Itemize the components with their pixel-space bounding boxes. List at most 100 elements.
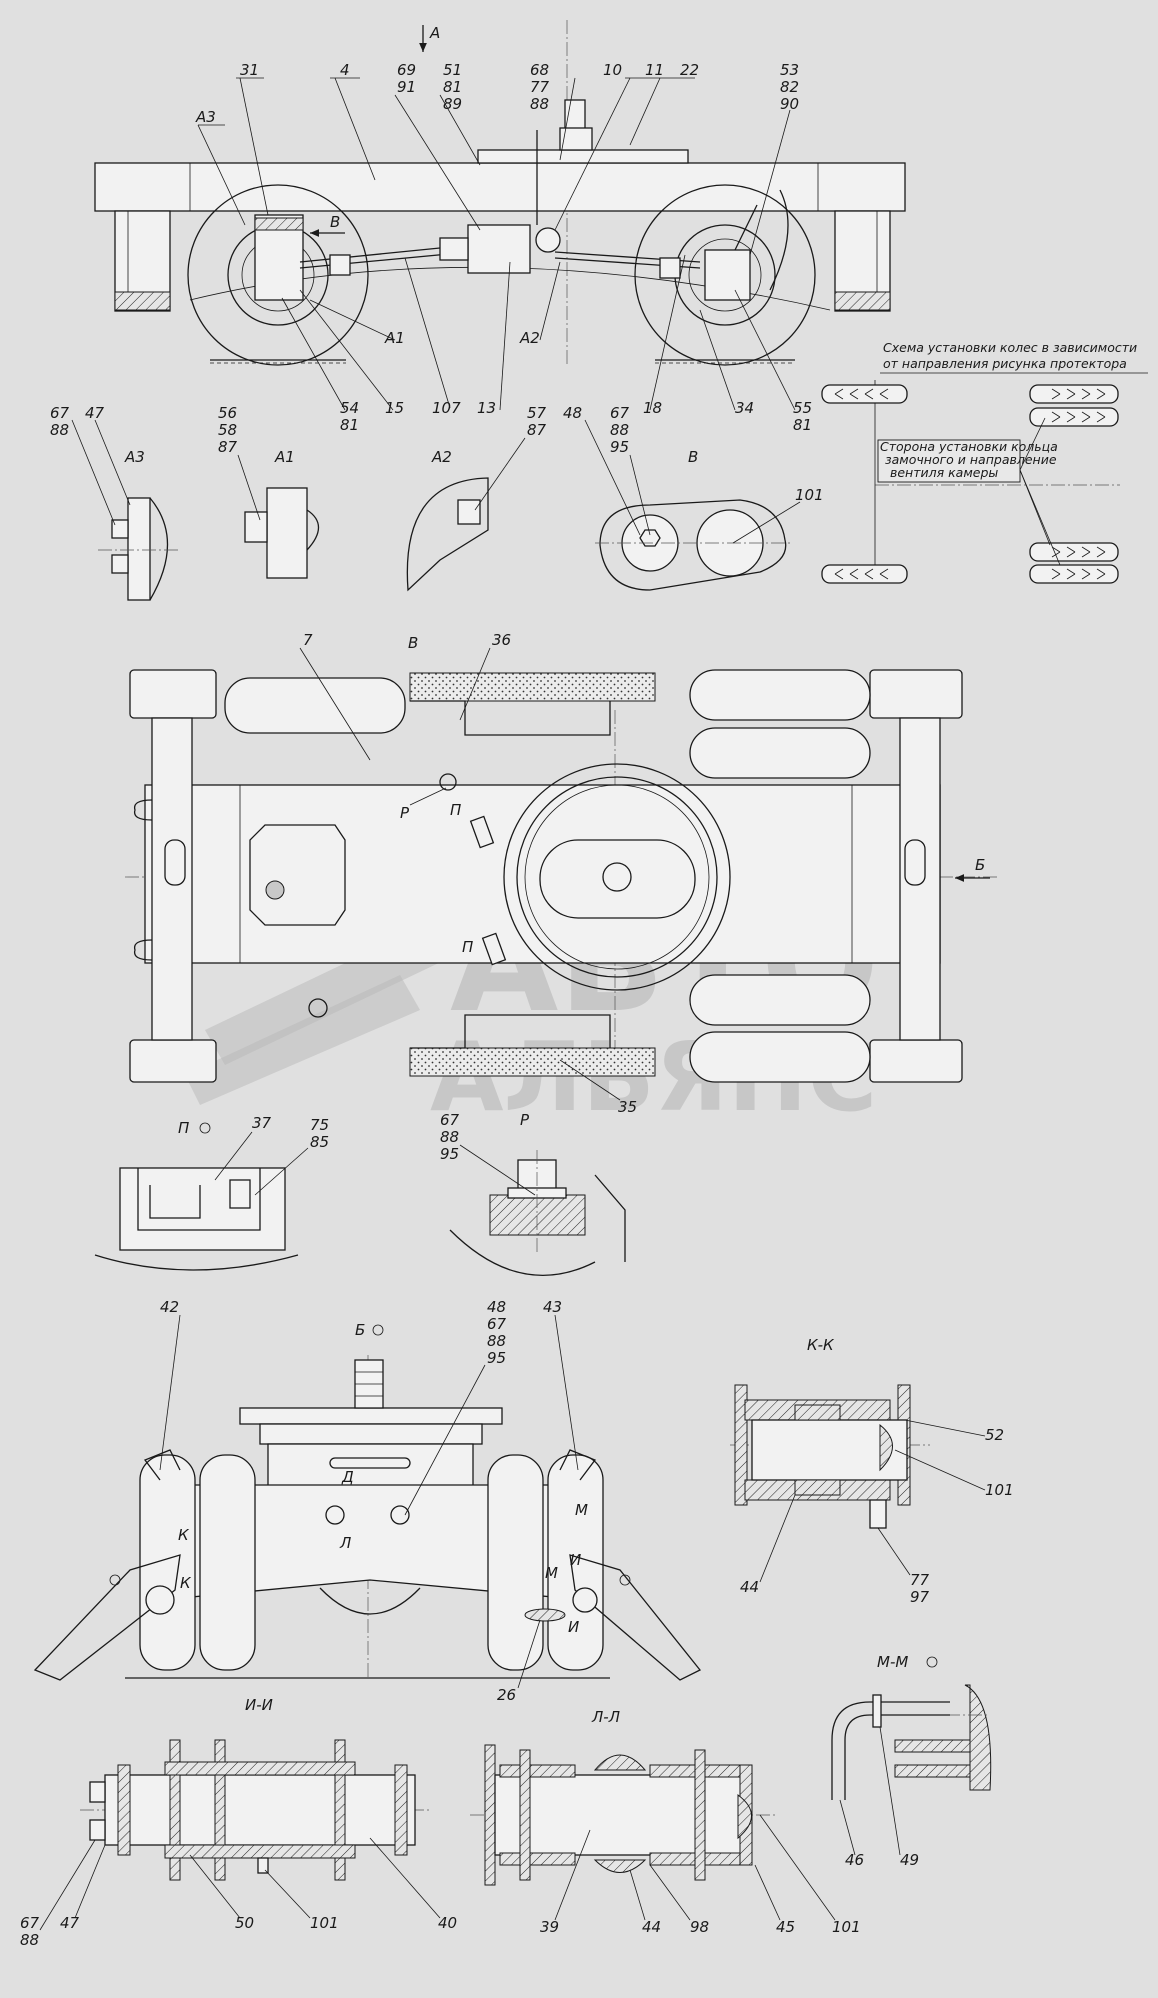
view-title-a1: А1: [274, 448, 295, 466]
ring-note-line3: вентиля камеры: [890, 465, 998, 480]
callout-51: 51: [443, 61, 462, 79]
callout-88-e: 88: [487, 1332, 506, 1350]
section-title-l-l: Л-Л: [591, 1708, 620, 1726]
callout-11: 11: [645, 61, 664, 79]
callout-34: 34: [735, 399, 754, 417]
view-label-a: А: [429, 24, 440, 42]
callout-82: 82: [780, 78, 799, 96]
callout-87-b: 87: [527, 421, 547, 439]
callout-10: 10: [603, 61, 622, 79]
detail-views-row: А3 67 88 47 А1 56 58 87 А2 57 87 В 48: [50, 340, 1148, 601]
callout-55: 55: [793, 399, 812, 417]
view-label-a1: А1: [384, 329, 405, 347]
callout-77: 77: [530, 78, 550, 96]
callout-101-d: 101: [832, 1918, 861, 1936]
views-p-r: П 37 75 85 Р 67 88 95: [94, 1111, 626, 1277]
view-title-p: П: [178, 1119, 189, 1137]
callout-88: 88: [530, 95, 549, 113]
callout-44: 44: [740, 1578, 759, 1596]
callout-68: 68: [530, 61, 549, 79]
callout-37: 37: [252, 1114, 272, 1132]
callout-107: 107: [432, 399, 461, 417]
section-title-i-i: И-И: [245, 1696, 273, 1714]
callout-26: 26: [497, 1686, 516, 1704]
callout-56: 56: [218, 404, 237, 422]
callout-53: 53: [780, 61, 799, 79]
callout-67: 67: [50, 404, 70, 422]
callout-85: 85: [310, 1133, 329, 1151]
callout-18: 18: [643, 399, 662, 417]
section-title-m-m: М-М: [877, 1653, 908, 1671]
front-view-b: Б Д Л К К М М: [33, 1298, 702, 1704]
callout-22: 22: [680, 61, 699, 79]
callout-88-d: 88: [440, 1128, 459, 1146]
plan-view-assembly: В 7 36 Р П П Б 35: [125, 631, 1000, 1116]
section-title-k-k: К-К: [807, 1336, 835, 1354]
callout-13: 13: [477, 399, 496, 417]
callout-91: 91: [397, 78, 416, 96]
callout-57: 57: [527, 404, 547, 422]
arrow-b-side: Б: [975, 856, 985, 874]
callout-67-e: 67: [20, 1914, 40, 1932]
wheel-scheme-diagram: Сторона установки кольца замочного и нап…: [821, 380, 1120, 584]
view-label-a3: А3: [195, 108, 216, 126]
arrow-label-v: В: [330, 213, 340, 231]
section-i-i: И-И 67 88 47 50 101 40: [20, 1696, 457, 1949]
label-m-2: М: [545, 1564, 558, 1582]
callout-81-b: 81: [340, 416, 359, 434]
callout-52: 52: [985, 1426, 1004, 1444]
arrow-p2: П: [462, 938, 473, 956]
label-k-1: К: [178, 1526, 190, 1544]
callout-97: 97: [910, 1588, 930, 1606]
callout-46: 46: [845, 1851, 864, 1869]
callout-67-c: 67: [440, 1111, 460, 1129]
callout-4: 4: [340, 61, 350, 79]
ring-note-line2: замочного и направление: [885, 452, 1057, 467]
callout-15: 15: [385, 399, 404, 417]
view-label-v-plan: В: [408, 634, 418, 652]
section-m-m: М-М 46 49: [831, 1653, 992, 1869]
callout-101: 101: [795, 486, 824, 504]
label-i-2: И: [568, 1618, 579, 1636]
callout-101-b: 101: [985, 1481, 1014, 1499]
callout-98: 98: [690, 1918, 709, 1936]
callout-49: 49: [900, 1851, 919, 1869]
label-d: Д: [341, 1468, 354, 1486]
wheel-scheme-title-line2: от направления рисунка протектора: [883, 356, 1127, 371]
callout-87: 87: [218, 438, 238, 456]
callout-67-d: 67: [487, 1315, 507, 1333]
ring-note-line1: Сторона установки кольца: [880, 439, 1058, 454]
label-l: Л: [339, 1534, 351, 1552]
view-label-a2: А2: [519, 329, 540, 347]
view-title-v: В: [688, 448, 698, 466]
callout-39: 39: [540, 1918, 559, 1936]
callout-90: 90: [780, 95, 799, 113]
arrow-p1: П: [450, 801, 461, 819]
callout-47: 47: [85, 404, 105, 422]
label-m-1: М: [575, 1501, 588, 1519]
section-l-l: Л-Л 39 44 98 45 101: [470, 1708, 861, 1936]
callout-58: 58: [218, 421, 237, 439]
callout-44-b: 44: [642, 1918, 661, 1936]
section-k-k: К-К 52 101 44 77 97: [730, 1336, 1014, 1606]
callout-77-b: 77: [910, 1571, 930, 1589]
label-i-1: И: [570, 1551, 581, 1569]
callout-69: 69: [397, 61, 416, 79]
callout-95-b: 95: [440, 1145, 459, 1163]
callout-50: 50: [235, 1914, 254, 1932]
label-k-2: К: [180, 1574, 192, 1592]
callout-36: 36: [492, 631, 511, 649]
callout-43: 43: [543, 1298, 562, 1316]
callout-95: 95: [610, 438, 629, 456]
mark-r: Р: [400, 804, 410, 822]
callout-88-b: 88: [50, 421, 69, 439]
callout-48: 48: [563, 404, 582, 422]
callout-40: 40: [438, 1914, 457, 1932]
callout-81-c: 81: [793, 416, 812, 434]
callout-88-c: 88: [610, 421, 629, 439]
view-title-a3: А3: [124, 448, 145, 466]
callout-31: 31: [240, 61, 259, 79]
wheel-scheme-title-line1: Схема установки колес в зависимости: [883, 340, 1137, 355]
callout-47-b: 47: [60, 1914, 80, 1932]
